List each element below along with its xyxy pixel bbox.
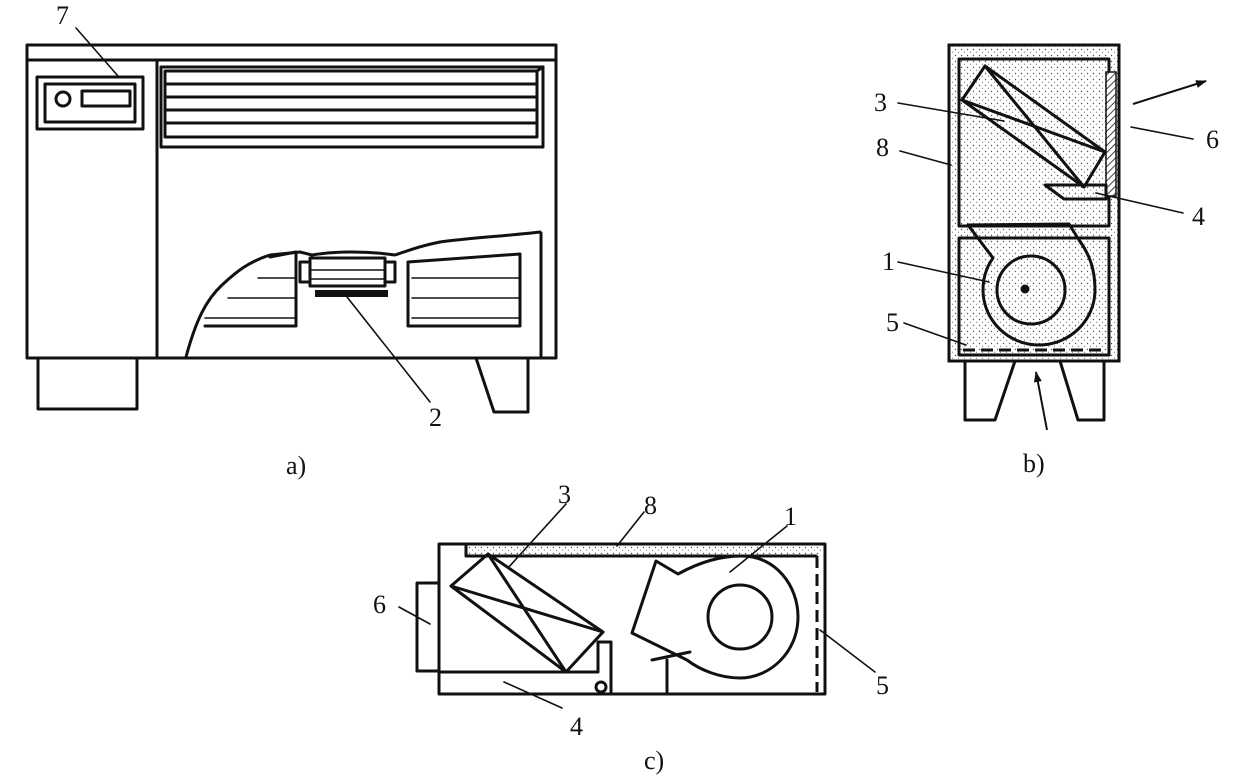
outlet-6c <box>415 581 441 673</box>
b-left-leg <box>963 359 1017 422</box>
label-4c: 4 <box>570 712 583 741</box>
drip-pan-4c <box>437 640 613 696</box>
figure-c-unit: 3 8 1 6 5 4 c) <box>373 480 889 775</box>
motor-2 <box>315 290 388 297</box>
label-6b: 6 <box>1206 125 1219 154</box>
leader-6b <box>1130 126 1194 140</box>
insulation-8 <box>947 43 1121 363</box>
outlet-grille <box>159 65 545 149</box>
figure-a-unit: 7 2 a) <box>25 1 558 480</box>
insulation-8c <box>466 546 822 556</box>
fan-1c <box>630 554 800 680</box>
label-3c: 3 <box>558 480 571 509</box>
leader-3b <box>897 102 1005 122</box>
label-8c: 8 <box>644 491 657 520</box>
label-4b: 4 <box>1192 202 1205 231</box>
cabinet-body <box>25 58 558 360</box>
label-1b: 1 <box>882 247 895 276</box>
leader-3c <box>507 503 567 569</box>
caption-c: c) <box>644 746 664 775</box>
outlet-6 <box>1105 71 1117 197</box>
b-right-leg <box>1058 359 1106 422</box>
fan-1 <box>966 222 1097 347</box>
knob-icon <box>54 90 72 108</box>
leader-1c <box>729 525 788 573</box>
label-8b: 8 <box>876 133 889 162</box>
label-7: 7 <box>56 1 69 30</box>
left-leg <box>36 356 139 411</box>
label-5b: 5 <box>886 308 899 337</box>
label-6c: 6 <box>373 590 386 619</box>
coil-3c <box>449 552 605 674</box>
leader-4c <box>503 681 563 709</box>
leader-6c <box>398 606 431 625</box>
leader-5b <box>903 322 967 346</box>
control-panel <box>35 75 145 131</box>
leader-8c <box>616 511 645 547</box>
coil-3 <box>960 64 1107 189</box>
leader-7 <box>75 27 119 77</box>
leader-4b <box>1095 192 1184 214</box>
label-2: 2 <box>429 403 442 432</box>
top-slab <box>25 43 558 62</box>
leader-8b <box>899 150 952 166</box>
cutaway-interior <box>184 230 543 360</box>
label-1c: 1 <box>784 502 797 531</box>
caption-b: b) <box>1023 449 1045 478</box>
label-3b: 3 <box>874 88 887 117</box>
inlet-arrow <box>1033 371 1048 431</box>
caption-a: a) <box>286 451 306 480</box>
right-leg <box>474 356 530 414</box>
outlet-arrow <box>1132 80 1207 105</box>
label-5c: 5 <box>876 671 889 700</box>
figure-b-unit: 3 8 1 5 6 4 b) <box>874 43 1219 478</box>
leader-1b <box>897 261 990 283</box>
drip-pan-4 <box>1043 183 1108 201</box>
leader-2 <box>346 296 431 403</box>
fan-chamber <box>957 236 1111 357</box>
leader-5c <box>819 629 876 673</box>
